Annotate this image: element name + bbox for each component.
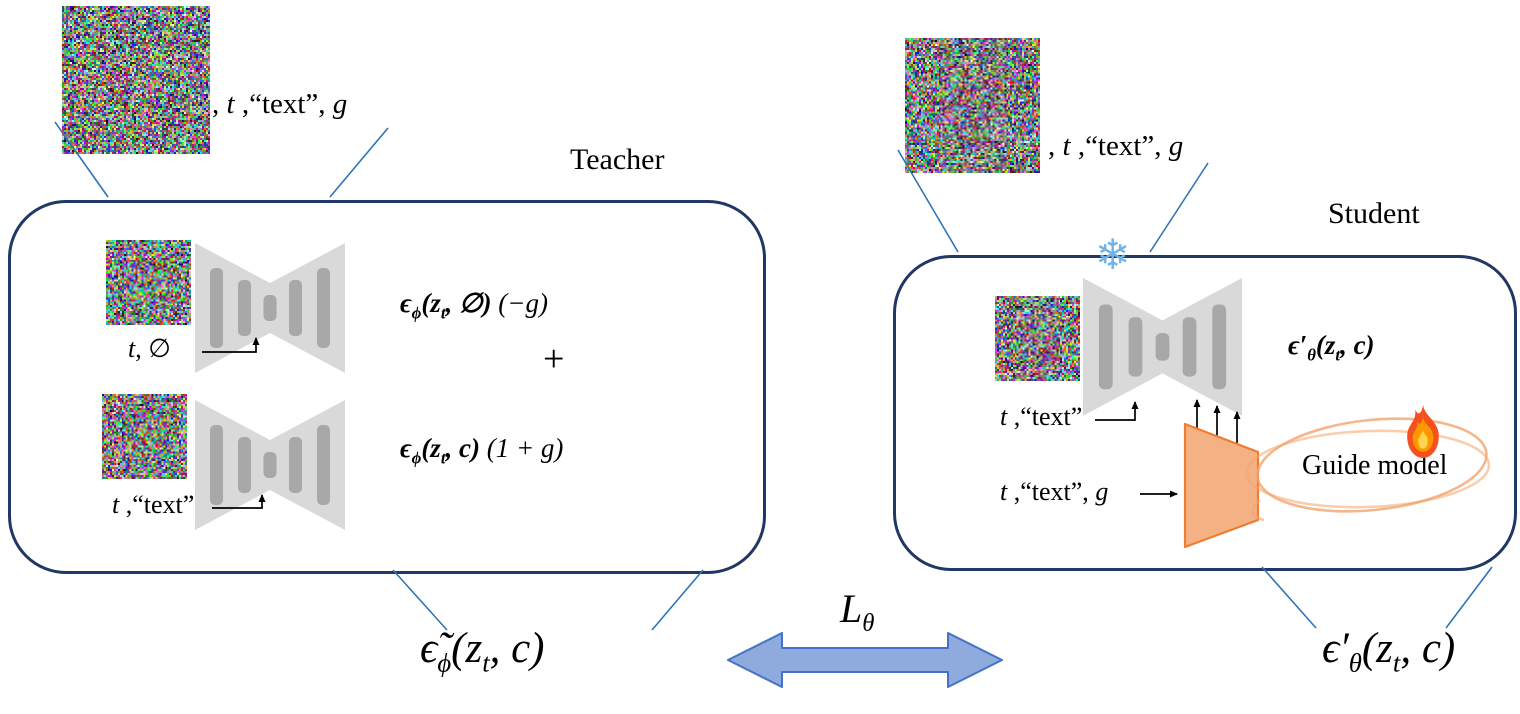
snowflake-icon: ❄ [1095,230,1130,279]
student-formula: ϵ′θ(zt, c) [1288,330,1375,365]
cond-inputs-label: t ,“text” [112,490,194,520]
teacher-label: Teacher [570,143,664,178]
loss-double-arrow [728,633,1002,687]
plus-sign: + [543,338,564,382]
teacher-input-args: , t ,“text”, g [212,88,347,121]
teacher-input-noise-image [62,6,210,154]
fire-icon [1398,404,1448,467]
teacher-top-right-callout [330,128,388,197]
student-input-noise-image [905,38,1040,173]
teacher-cond-noise-thumb [102,394,187,479]
guide-inputs-label: t ,“text”, g [1000,477,1108,507]
student-bottom-right-callout [1446,567,1492,628]
teacher-bottom-left-callout [393,570,447,630]
student-bottom-left-callout [1262,567,1316,628]
loss-label: Lθ [840,586,874,639]
student-label: Student [1328,197,1420,232]
student-output-formula: ϵ′θ(zt, c) [1322,624,1455,678]
student-top-right-callout [1150,163,1208,252]
student-input-args: , t ,“text”, g [1048,130,1183,163]
uncond-formula: ϵϕ(zt, ∅) (−g) [400,288,548,323]
uncond-inputs-label: t, ∅ [128,334,171,364]
teacher-uncond-noise-thumb [106,240,191,325]
teacher-bottom-right-callout [652,570,703,630]
student-noise-thumb [995,296,1080,381]
student-cond-label: t ,“text” [1000,402,1082,432]
cond-formula: ϵϕ(zt, c) (1 + g) [400,433,563,468]
teacher-output-formula: ϵ̃ϕ(zt, c) [420,624,545,678]
